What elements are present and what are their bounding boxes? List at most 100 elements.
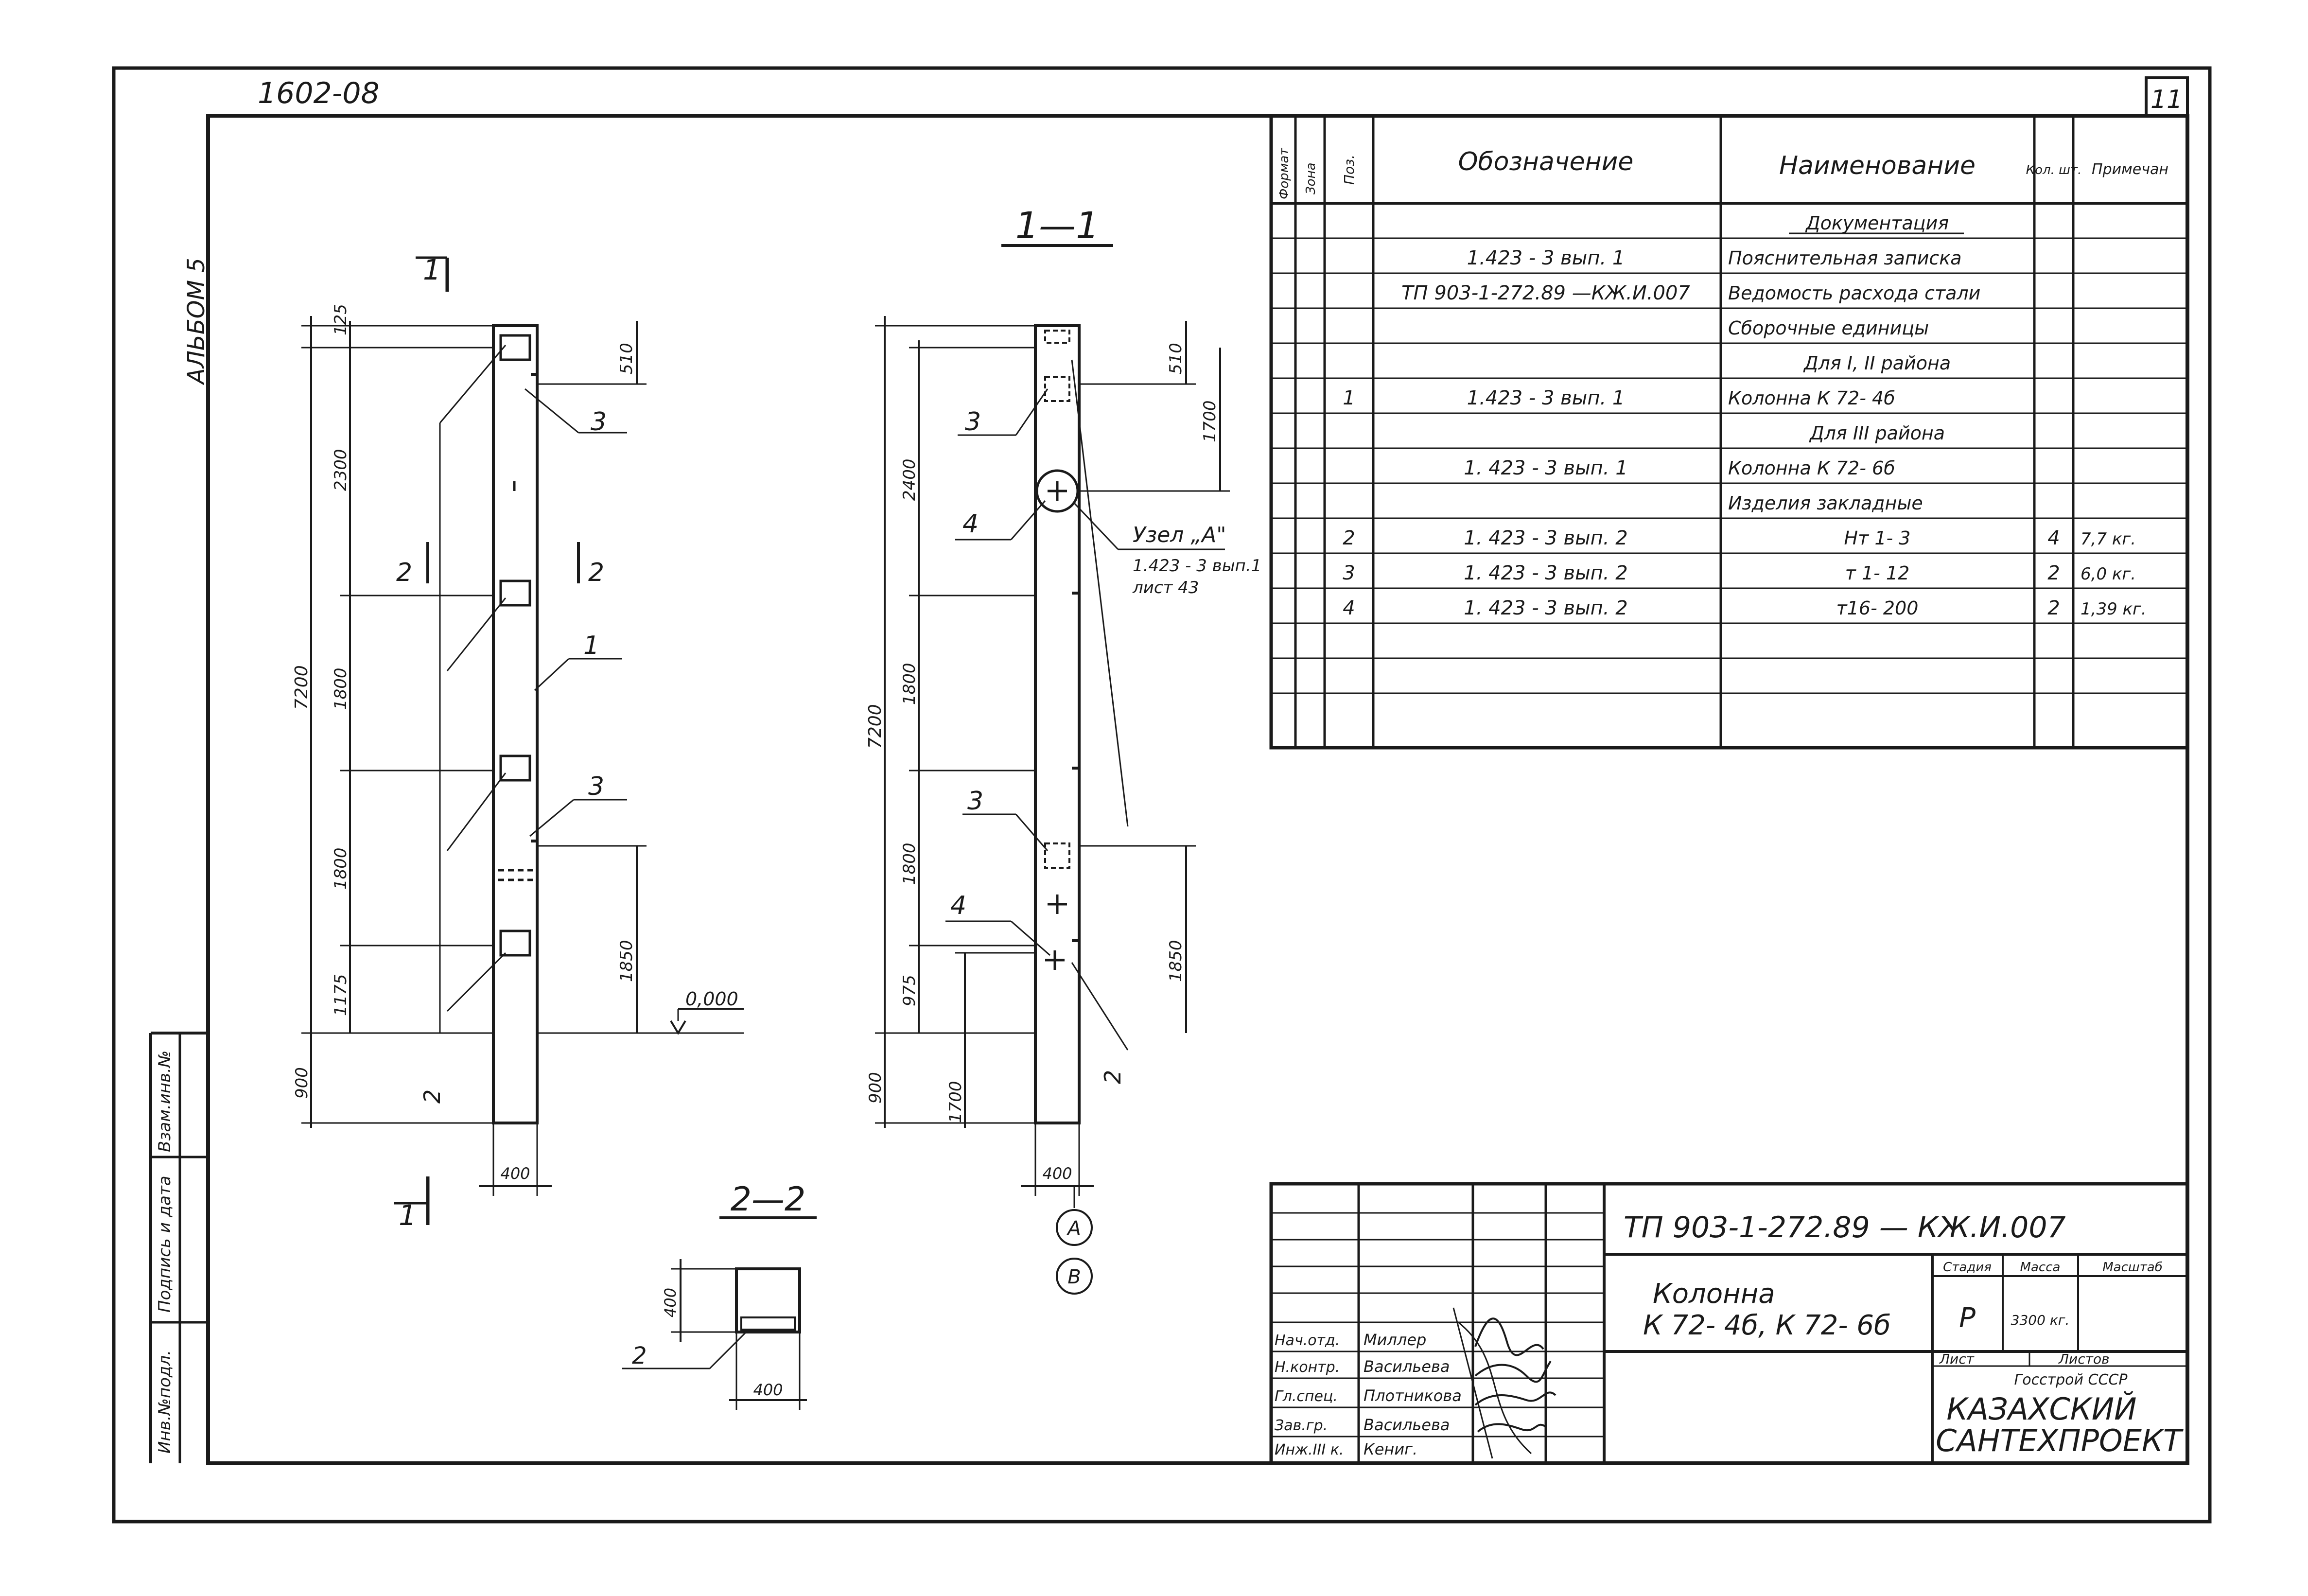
- embedded-plate: [499, 579, 531, 607]
- spec-row-name: Для I, II района: [1803, 352, 1951, 374]
- spec-row-name: Сборочные единицы: [1728, 317, 1929, 339]
- outer-frame: [112, 66, 2212, 1524]
- cut-1-bottom: 1: [399, 1199, 417, 1232]
- sheet-label: Лист: [1939, 1351, 1975, 1367]
- column-section: [1034, 324, 1081, 1124]
- signature-role: Инж.III к.: [1275, 1441, 1344, 1458]
- cut-2-right: 2: [588, 558, 604, 587]
- dim-1800: 1800: [331, 847, 350, 890]
- spec-table: Формат Зона Поз. Обозначение Наименовани…: [1269, 114, 2189, 750]
- embedded-plate: [499, 930, 531, 957]
- axis-a: A: [1066, 1217, 1081, 1240]
- spec-row-qty: 2: [2047, 597, 2060, 619]
- spec-row-name: Изделия закладные: [1728, 492, 1923, 514]
- section-1-1: 1—1 2400 1800 1800 975 7200 900: [865, 204, 1261, 1295]
- cross-section-plate: [740, 1316, 796, 1331]
- signature-person: Плотникова: [1364, 1386, 1462, 1405]
- spec-row-note: 1,39 кг.: [2081, 599, 2147, 619]
- header-format: Формат: [1277, 148, 1292, 199]
- dim-400: 400: [661, 1288, 680, 1317]
- spec-row-pos: 3: [1343, 562, 1355, 584]
- spec-row-pos: 2: [1343, 527, 1355, 549]
- sheets-label: Листов: [2058, 1351, 2110, 1367]
- header-zone: Зона: [1304, 162, 1318, 194]
- signature-person: Кениг.: [1364, 1440, 1417, 1458]
- embedded-plate: [499, 754, 531, 782]
- side-stamp-sign-date: Подпись и дата: [155, 1175, 175, 1313]
- spec-row-name: Пояснительная записка: [1728, 247, 1962, 269]
- side-stamp-inv-original: Инв.№подл.: [155, 1350, 175, 1454]
- spec-row-designation: ТП 903-1-272.89 —КЖ.И.007: [1401, 282, 1690, 304]
- dim-1850: 1850: [617, 940, 636, 982]
- mass-label: Масса: [2020, 1260, 2061, 1275]
- dim-7200: 7200: [292, 665, 312, 710]
- header-pos: Поз.: [1341, 155, 1357, 185]
- embedded-plate: [1044, 376, 1070, 402]
- cut-2-left: 2: [396, 558, 412, 587]
- spec-row-designation: 1. 423 - 3 вып. 2: [1464, 562, 1627, 584]
- spec-row-designation: 1.423 - 3 вып. 1: [1467, 387, 1625, 409]
- signature-person: Миллер: [1364, 1331, 1426, 1349]
- spec-row-name: т16- 200: [1836, 597, 1919, 619]
- spec-row-name: Колонна К 72- 4б: [1728, 387, 1895, 409]
- section-1-title: 1—1: [1015, 204, 1100, 247]
- signature-role: Гл.спец.: [1275, 1388, 1338, 1405]
- axis-a-circle: [1056, 1209, 1093, 1246]
- dim-400: 400: [1042, 1164, 1072, 1183]
- pos-1: 1: [583, 631, 599, 660]
- embedded-plate: [1044, 330, 1070, 344]
- node-ref-2: лист 43: [1132, 578, 1199, 597]
- node-a-circle: [1035, 469, 1079, 513]
- header-note: Примечан: [2092, 161, 2168, 178]
- spec-row-designation: 1.423 - 3 вып. 1: [1467, 247, 1625, 269]
- signature-person: Васильева: [1364, 1416, 1450, 1434]
- dim-900: 900: [866, 1072, 885, 1104]
- pos-3: 3: [591, 407, 607, 437]
- signature-role: Зав.гр.: [1275, 1417, 1328, 1434]
- spec-row-note: 6,0 кг.: [2081, 564, 2136, 584]
- column-elevation: [492, 324, 539, 1124]
- axis-b: B: [1067, 1266, 1081, 1288]
- spec-row-designation: 1. 423 - 3 вып. 2: [1464, 597, 1627, 619]
- spec-row-designation: 1. 423 - 3 вып. 1: [1464, 457, 1627, 479]
- dim-400: 400: [753, 1381, 783, 1399]
- stage-value: Р: [1959, 1302, 1976, 1334]
- spec-row-pos: 4: [1343, 597, 1355, 619]
- scale-label: Масштаб: [2102, 1260, 2163, 1275]
- node-label: Узел „А": [1133, 523, 1226, 547]
- spec-row-name: Для III района: [1809, 422, 1945, 444]
- dim-1850: 1850: [1166, 940, 1186, 982]
- section-2-2: 2—2 400 400 2: [622, 1180, 817, 1410]
- embedded-plate: [1044, 842, 1070, 869]
- inner-frame: [206, 114, 2189, 1465]
- drawing-title-1: Колонна: [1653, 1278, 1775, 1310]
- title-block: ТП 903-1-272.89 — КЖ.И.007 Колонна К 72-…: [1269, 1182, 2189, 1465]
- cut-1-top: 1: [423, 253, 441, 286]
- header-designation: Обозначение: [1458, 147, 1634, 176]
- spec-row-note: 7,7 кг.: [2081, 529, 2136, 549]
- dim-1800: 1800: [900, 842, 919, 885]
- dim-2300: 2300: [331, 449, 350, 491]
- pos-4: 4: [962, 509, 979, 539]
- dim-2400: 2400: [900, 458, 919, 501]
- pos-2: 2: [1100, 1070, 1126, 1084]
- node-ref-1: 1.423 - 3 вып.1: [1133, 556, 1261, 576]
- spec-row-name: Нт 1- 3: [1844, 527, 1911, 549]
- level-mark: 0,000: [685, 988, 738, 1010]
- pos-3: 3: [967, 787, 983, 816]
- mass-value: 3300 кг.: [2011, 1312, 2070, 1328]
- header-name: Наименование: [1779, 151, 1976, 180]
- pos-4: 4: [950, 891, 966, 920]
- pos-2: 2: [632, 1342, 647, 1369]
- dim-900: 900: [292, 1067, 312, 1099]
- elevation-view: 125 2300 1800 1800 1175 7200 900 510 185…: [292, 253, 744, 1232]
- dim-1700: 1700: [1200, 400, 1220, 442]
- embedded-plate: [499, 334, 531, 361]
- column-cross-section: [735, 1267, 801, 1333]
- side-stamp-replace-inv: Взам.инв.№: [155, 1051, 175, 1152]
- dim-1700: 1700: [946, 1081, 965, 1123]
- dim-510: 510: [617, 343, 636, 374]
- pos-3: 3: [588, 772, 604, 801]
- spec-row-name: Документация: [1805, 212, 1949, 234]
- axis-b-circle: [1056, 1258, 1093, 1295]
